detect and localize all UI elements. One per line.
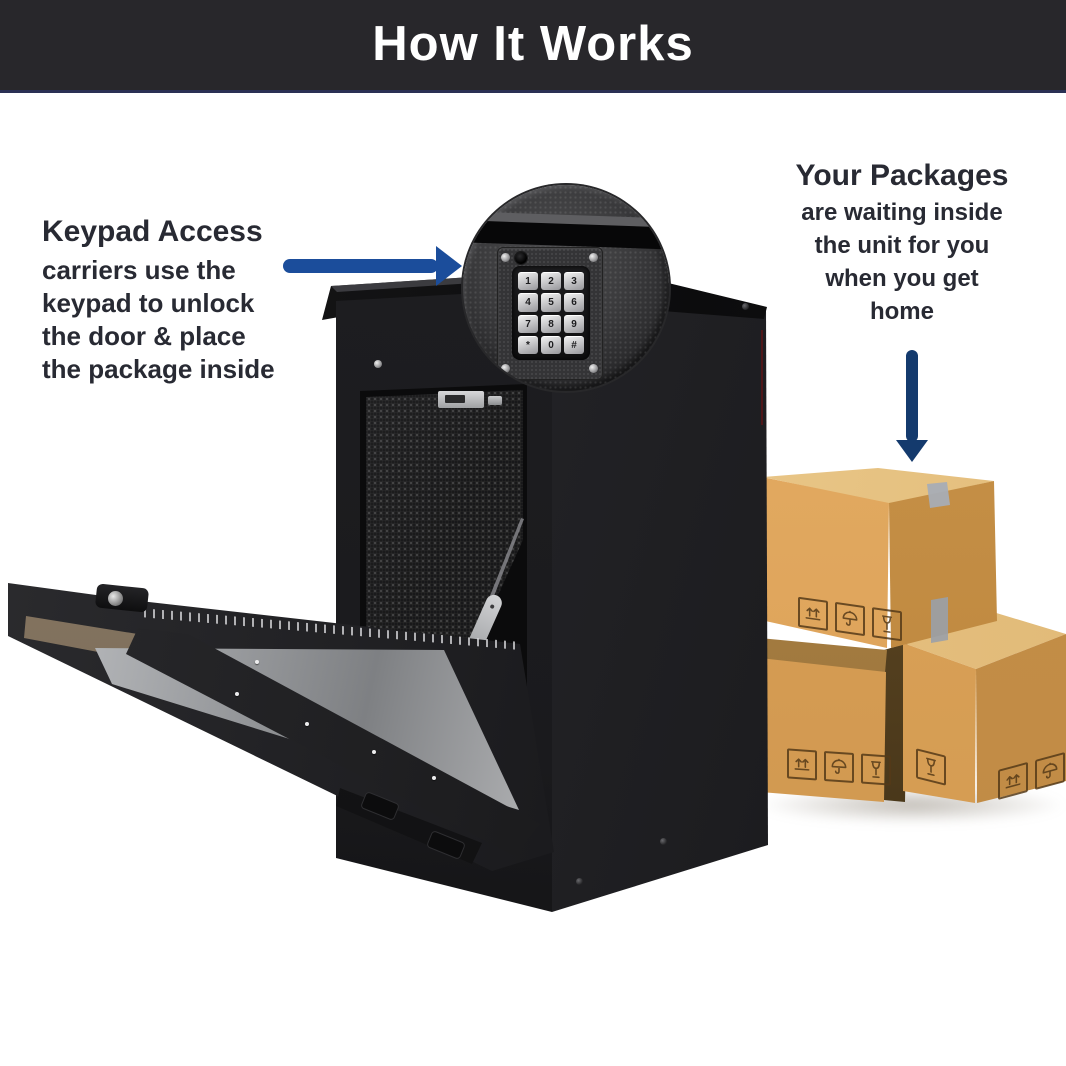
annotation-line: home (869, 298, 934, 325)
keypad-key-5: 5 (541, 293, 561, 312)
keep-dry-icon (1035, 751, 1065, 791)
page-title: How It Works (372, 17, 694, 71)
shipping-icons (798, 596, 902, 642)
rivet (255, 660, 259, 664)
header-bar: How It Works (0, 0, 1066, 93)
screw (660, 838, 667, 845)
keep-dry-icon (835, 601, 865, 637)
rivet (372, 750, 376, 754)
rivet (305, 722, 309, 726)
keep-dry-icon (824, 750, 854, 784)
shipping-icons (787, 748, 891, 786)
keypad-key-*: * (518, 335, 538, 354)
annotation-heading: Keypad Access (42, 215, 263, 248)
keypad-key-9: 9 (564, 314, 584, 333)
annotation-line: the unit for you (814, 232, 990, 259)
lock-icon (515, 252, 527, 264)
keypad-key-#: # (564, 335, 584, 354)
arrow-down-icon (896, 440, 928, 462)
screw (501, 253, 510, 262)
annotation-line: are waiting inside (801, 199, 1003, 226)
your-packages-annotation: Your Packages are waiting inside the uni… (770, 158, 1034, 328)
fragile-icon (916, 748, 946, 786)
annotation-line: carriers use the (42, 255, 236, 285)
unit-edge-detail (761, 330, 763, 425)
annotation-line: when you get (825, 265, 979, 292)
this-side-up-icon (998, 761, 1028, 800)
arrow-right-icon (283, 259, 438, 273)
annotation-body: are waiting inside the unit for you when… (770, 196, 1034, 328)
keypad-key-1: 1 (518, 272, 538, 291)
annotation-body: carriers use the keypad to unlock the do… (42, 254, 402, 386)
shipping-icons (998, 742, 1066, 800)
keypad-key-7: 7 (518, 314, 538, 333)
screw (374, 360, 382, 368)
rivet (432, 776, 436, 780)
this-side-up-icon (798, 596, 828, 631)
annotation-heading: Your Packages (795, 159, 1009, 192)
shipping-icons (916, 748, 946, 786)
keypad-key-4: 4 (518, 293, 538, 312)
screw (742, 303, 749, 310)
arrow-right-icon (436, 246, 462, 286)
door-latch-slot (445, 395, 465, 403)
screw (501, 364, 510, 373)
annotation-line: the door & place (42, 321, 246, 351)
keypad-key-0: 0 (541, 335, 561, 354)
screw (589, 253, 598, 262)
annotation-line: keypad to unlock (42, 288, 255, 318)
fragile-icon (872, 607, 902, 642)
door-knob (108, 591, 123, 606)
rivet (235, 692, 239, 696)
arrow-down-icon (906, 350, 918, 442)
annotation-line: the package inside (42, 354, 275, 384)
keypad-access-annotation: Keypad Access carriers use the keypad to… (42, 214, 402, 386)
keypad-key-2: 2 (541, 272, 561, 291)
keypad-key-8: 8 (541, 314, 561, 333)
keypad-key-6: 6 (564, 293, 584, 312)
fragile-icon (861, 753, 891, 786)
screw (576, 878, 583, 885)
keypad-key-3: 3 (564, 272, 584, 291)
this-side-up-icon (787, 748, 817, 781)
screw (589, 364, 598, 373)
door-latch-tab (488, 396, 502, 405)
